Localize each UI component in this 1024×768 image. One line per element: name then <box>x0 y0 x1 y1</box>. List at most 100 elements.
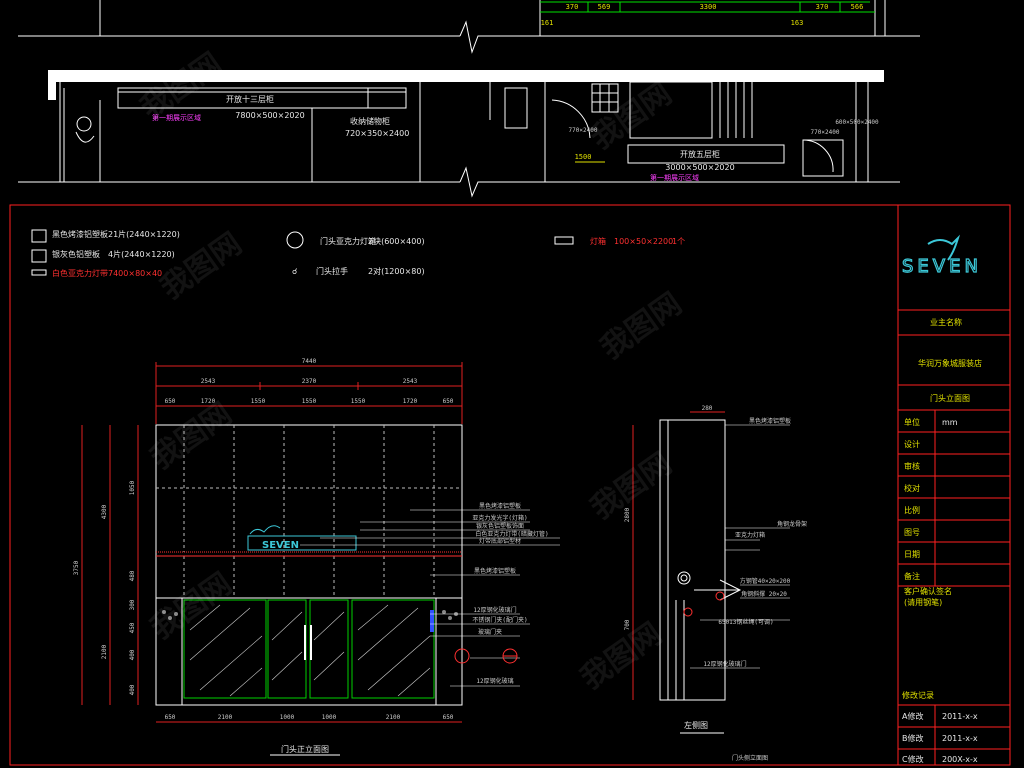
cabinet-c-size: 3000×500×2020 <box>665 163 734 172</box>
side-dim-top: 280 <box>702 405 713 412</box>
watermark-4: 我图网 <box>595 286 689 366</box>
front-dim-left-upper: 4300 <box>101 504 108 519</box>
title-rev-a: A修改 <box>902 711 923 721</box>
front-dim-row3-7: 650 <box>443 398 454 405</box>
plan-top-dim-4: 370 <box>816 3 829 11</box>
legend-name-2: 银灰色铝塑板 <box>52 249 100 259</box>
front-note-1: 黑色烤漆铝塑板 <box>479 502 521 510</box>
legend-qty-5: 2对(1200×80) <box>368 266 425 276</box>
title-row-6: 日期 <box>904 550 920 559</box>
front-note-5: 灯带底部铝型材 <box>479 537 521 545</box>
legend-swatch-4 <box>286 231 304 249</box>
front-dim-left-3: 300 <box>129 599 136 610</box>
front-dim-bottom-6: 650 <box>443 714 454 721</box>
front-dim-row3-1: 650 <box>165 398 176 405</box>
cabinet-b-label: 收纳储物柜 <box>350 116 390 126</box>
legend-name-5: 门头拉手 <box>316 266 348 276</box>
legend-name-4: 门头亚克力灯箱 <box>320 236 376 246</box>
front-note-7: 12厚钢化玻璃门 <box>473 606 516 614</box>
legend-swatch-2 <box>31 249 47 263</box>
front-dim-row3-6: 1720 <box>403 398 418 405</box>
front-dim-row3-5: 1550 <box>351 398 366 405</box>
watermark-8: 我图网 <box>575 616 669 696</box>
title-row-3: 校对 <box>904 483 920 493</box>
front-dim-left-5: 400 <box>129 649 136 660</box>
legend-qty-4: 2块(600×400) <box>368 236 425 246</box>
front-dim-row3-3: 1550 <box>251 398 266 405</box>
title-owner: 业主名称 <box>930 317 962 327</box>
watermark-layer: 我图网 我图网 我图网 我图网 我图网 我图网 我图网 我图网 <box>135 46 689 696</box>
front-note-3: 银灰色铝塑板饰面 <box>476 522 524 530</box>
brand-logo-text: SEVEN <box>902 256 982 277</box>
front-sign-text: SEVEN <box>262 540 299 551</box>
front-dim-total: 7440 <box>302 358 317 365</box>
front-dim-left-2: 480 <box>129 570 136 581</box>
front-note-11: 12厚钢化玻璃 <box>476 677 513 685</box>
watermark-7: 我图网 <box>145 566 239 646</box>
plan-mid-door-a: 770×2400 <box>569 127 598 134</box>
legend-qty-6: 100×50×2200 <box>614 237 673 246</box>
plan-mid-magenta-a: 第一期展示区域 <box>152 113 201 122</box>
plan-top-dim-2: 569 <box>598 3 611 11</box>
title-rev-label: 修改记录 <box>902 690 934 700</box>
front-dim-bottom-2: 2100 <box>218 714 233 721</box>
title-rev-b: B修改 <box>902 733 924 743</box>
front-dim-row3-2: 1720 <box>201 398 216 405</box>
title-rev-c-date: 200X-x-x <box>942 755 978 764</box>
front-dim-row2-2: 2370 <box>302 378 317 385</box>
title-row-4: 比例 <box>904 505 920 515</box>
title-unit-label: 单位 <box>904 417 920 427</box>
title-row-7: 备注 <box>904 571 920 581</box>
front-dim-left-1: 1050 <box>129 480 136 495</box>
title-project: 华润万象城服装店 <box>918 358 982 368</box>
legend-name-6: 灯箱 <box>590 236 606 246</box>
front-dim-left-total: 3750 <box>73 560 80 575</box>
side-note-2: 角钢龙骨架 <box>777 520 807 528</box>
side-dim-mid: 2800 <box>624 507 631 522</box>
legend: 黑色烤漆铝塑板 21片(2440×1220) 银灰色铝塑板 4片(2440×12… <box>31 229 685 278</box>
side-note-5: 角钢斜撑 20×20 <box>741 590 787 598</box>
legend-qty-2: 4片(2440×1220) <box>108 249 175 259</box>
cabinet-c-label: 开放五层柜 <box>680 149 720 159</box>
plan-top-dim-1: 370 <box>566 3 579 11</box>
title-row-5: 图号 <box>904 528 920 537</box>
side-note-4: 方钢管40×20×200 <box>740 577 791 585</box>
title-unit-value: mm <box>942 418 958 427</box>
front-dim-bottom-3: 1000 <box>280 714 295 721</box>
legend-count-6: 1个 <box>672 237 685 246</box>
side-note-1: 黑色烤漆铝塑板 <box>749 417 791 425</box>
plan-top-dim-left: 161 <box>541 19 554 27</box>
front-caption: 门头正立面图 <box>281 744 329 754</box>
cabinet-b-size: 720×350×2400 <box>345 129 409 138</box>
legend-qty-1: 21片(2440×1220) <box>108 229 180 239</box>
plan-mid-door-b: 770×2400 <box>811 129 840 136</box>
side-note-8: 12厚钢化玻璃门 <box>703 660 746 668</box>
front-dim-bottom-4: 1000 <box>322 714 337 721</box>
plan-top-strip: 370 569 3300 370 566 161 163 <box>18 0 920 54</box>
front-note-9: 玻璃门夹 <box>478 628 502 636</box>
side-section: 280 2800 700 黑色烤漆铝塑板 角钢龙骨架 亚克力灯箱 方钢管40×2… <box>624 405 807 762</box>
plan-top-dim-3: 3300 <box>700 3 717 11</box>
front-dim-left-4: 450 <box>129 622 136 633</box>
title-rev-c: C修改 <box>902 754 924 764</box>
plan-mid-side-dim: 600×500×2400 <box>835 119 879 126</box>
brand-logo-mark <box>927 234 961 261</box>
legend-name-3: 白色亚克力灯带 <box>52 268 108 278</box>
front-dim-row2-1: 2543 <box>201 378 216 385</box>
cabinet-a-label: 开放十三层柜 <box>226 94 274 104</box>
plan-mid-green-dim: 1500 <box>575 153 592 161</box>
legend-swatch-6 <box>554 236 574 245</box>
legend-qty-3: 7400×80×40 <box>108 269 162 278</box>
legend-swatch-1 <box>31 229 47 243</box>
plan-top-dim-5: 566 <box>851 3 864 11</box>
legend-name-1: 黑色烤漆铝塑板 <box>52 229 108 239</box>
front-dim-bottom-1: 650 <box>165 714 176 721</box>
front-dim-row2-3: 2543 <box>403 378 418 385</box>
side-dim-low: 700 <box>624 619 631 630</box>
front-dim-bottom-5: 2100 <box>386 714 401 721</box>
front-note-6: 黑色烤漆铝塑板 <box>474 567 516 575</box>
watermark-5: 我图网 <box>145 396 239 476</box>
title-notes-value: (请用钢笔) <box>904 597 942 607</box>
front-note-8: 不锈钢门夹(配门夹) <box>472 616 527 624</box>
front-elevation: 7440 2543 2370 2543 650 1720 1550 1550 1… <box>73 358 560 756</box>
